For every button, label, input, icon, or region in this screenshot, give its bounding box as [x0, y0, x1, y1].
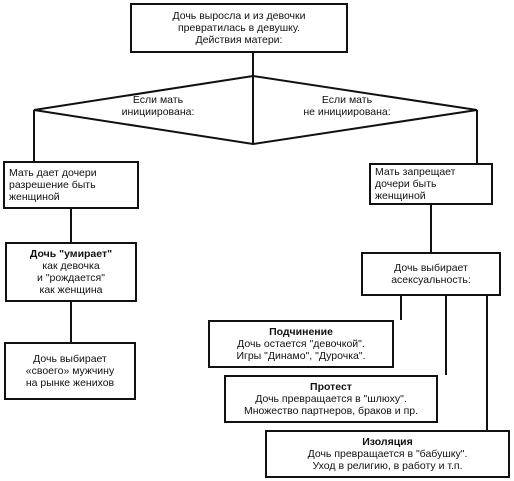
submission-box: Подчинение Дочь остается "девочкой". Игр… [208, 320, 394, 368]
permit-box: Мать дает дочери разрешение быть женщино… [3, 161, 139, 209]
permit-line-2: разрешение быть [9, 179, 96, 191]
permit-line-3: женщиной [9, 191, 60, 203]
isolation-title: Изоляция [362, 436, 413, 448]
isolation-line-2: Уход в религию, в работу и т.п. [312, 460, 463, 472]
chooses-line-1: Дочь выбирает [33, 353, 107, 365]
protest-box: Протест Дочь превращается в "шлюху". Мно… [224, 375, 438, 423]
cond-right-line-1: Если мать [321, 94, 373, 106]
forbid-line-2: дочери быть [375, 178, 437, 190]
asexual-line-2: асексуальность: [391, 274, 471, 286]
chooses-line-3: на рынке женихов [25, 377, 115, 389]
dies-box: Дочь "умирает" как девочка и "рождается"… [5, 242, 137, 302]
forbid-line-1: Мать запрещает [375, 166, 456, 178]
submission-title: Подчинение [269, 326, 333, 338]
dies-line-2: как девочка [42, 260, 100, 272]
forbid-box: Мать запрещает дочери быть женщиной [369, 163, 493, 205]
condition-right-label: Если мать не инициирована: [282, 94, 412, 118]
asexual-box: Дочь выбирает асексуальность: [361, 252, 501, 296]
isolation-line-1: Дочь превращается в "бабушку". [307, 448, 468, 460]
forbid-line-3: женщиной [375, 190, 426, 202]
asexual-line-1: Дочь выбирает [394, 262, 468, 274]
protest-title: Протест [310, 381, 352, 393]
chooses-box: Дочь выбирает «своего» мужчину на рынке … [4, 342, 136, 400]
root-line-2: превратилась в девушку. [178, 22, 300, 34]
condition-left-label: Если мать инициирована: [93, 94, 223, 118]
cond-right-line-2: не инициирована: [303, 106, 391, 118]
root-line-1: Дочь выросла и из девочки [172, 10, 306, 22]
dies-line-4: как женщина [39, 284, 103, 296]
cond-left-line-2: инициирована: [121, 106, 195, 118]
chooses-line-2: «своего» мужчину [25, 365, 115, 377]
isolation-box: Изоляция Дочь превращается в "бабушку". … [265, 430, 510, 478]
dies-line-1: Дочь "умирает" [29, 248, 113, 260]
submission-line-1: Дочь остается "девочкой". [237, 338, 365, 350]
root-box: Дочь выросла и из девочки превратилась в… [130, 3, 348, 53]
dies-line-3: и "рождается" [37, 272, 105, 284]
protest-line-1: Дочь превращается в "шлюху". [255, 393, 407, 405]
protest-line-2: Множество партнеров, браков и пр. [243, 405, 419, 417]
root-line-3: Действия матери: [195, 34, 283, 46]
permit-line-1: Мать дает дочери [9, 167, 97, 179]
submission-line-2: Игры "Динамо", "Дурочка". [236, 350, 366, 362]
cond-left-line-1: Если мать [132, 94, 184, 106]
